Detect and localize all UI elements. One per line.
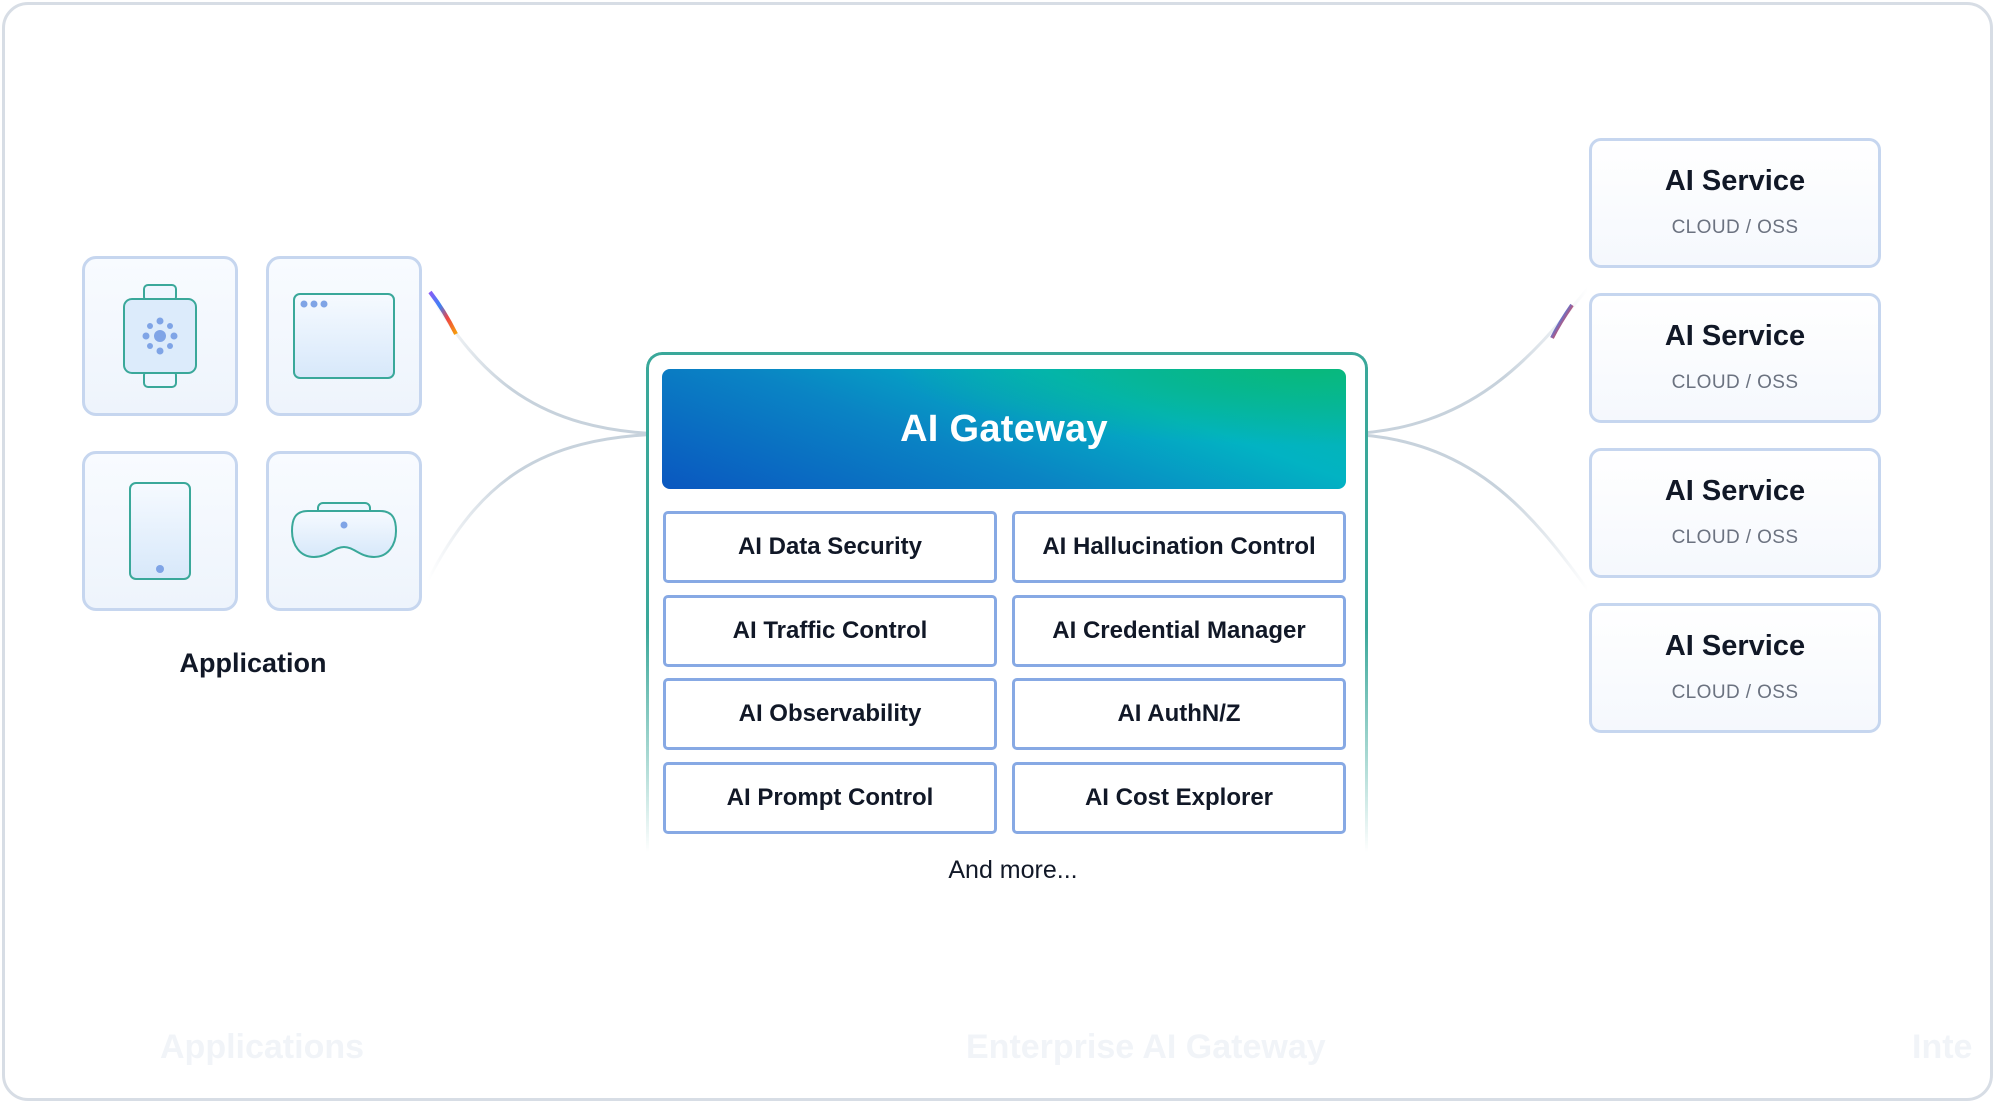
- feature-ai-traffic-control: AI Traffic Control: [663, 595, 997, 667]
- feature-ai-authnz: AI AuthN/Z: [1012, 678, 1346, 750]
- ai-service-title: AI Service: [1664, 475, 1806, 507]
- and-more-label: And more...: [948, 856, 1078, 884]
- ai-service-subtitle: CLOUD / OSS: [1671, 217, 1799, 238]
- ghost-caption-applications: Applications: [160, 1028, 365, 1066]
- app-tile-headset: [266, 451, 422, 611]
- ai-service-title: AI Service: [1664, 630, 1806, 662]
- feature-ai-hallucination-control: AI Hallucination Control: [1012, 511, 1346, 583]
- app-tile-watch: [82, 256, 238, 416]
- ai-service-card-2: AI Service CLOUD / OSS: [1589, 293, 1881, 423]
- application-label: Application: [179, 648, 327, 678]
- ai-service-title: AI Service: [1664, 165, 1806, 197]
- app-tile-browser: [266, 256, 422, 416]
- ai-service-subtitle: CLOUD / OSS: [1671, 527, 1799, 548]
- feature-ai-data-security: AI Data Security: [663, 511, 997, 583]
- feature-ai-cost-explorer: AI Cost Explorer: [1012, 762, 1346, 834]
- ai-service-card-1: AI Service CLOUD / OSS: [1589, 138, 1881, 268]
- ai-service-subtitle: CLOUD / OSS: [1671, 372, 1799, 393]
- ai-gateway-title: AI Gateway: [662, 369, 1346, 489]
- ghost-caption-integrations: Inte: [1912, 1028, 1973, 1066]
- ai-service-card-4: AI Service CLOUD / OSS: [1589, 603, 1881, 733]
- ghost-caption-enterprise-gateway: Enterprise AI Gateway: [966, 1028, 1326, 1066]
- vr-headset-icon: [290, 502, 398, 559]
- ai-service-card-3: AI Service CLOUD / OSS: [1589, 448, 1881, 578]
- smartphone-icon: [129, 482, 191, 580]
- feature-ai-prompt-control: AI Prompt Control: [663, 762, 997, 834]
- feature-ai-credential-manager: AI Credential Manager: [1012, 595, 1346, 667]
- app-tile-phone: [82, 451, 238, 611]
- ai-service-subtitle: CLOUD / OSS: [1671, 682, 1799, 703]
- browser-window-icon: [293, 293, 395, 379]
- ai-service-title: AI Service: [1664, 320, 1806, 352]
- smartwatch-icon: [123, 284, 197, 388]
- feature-ai-observability: AI Observability: [663, 678, 997, 750]
